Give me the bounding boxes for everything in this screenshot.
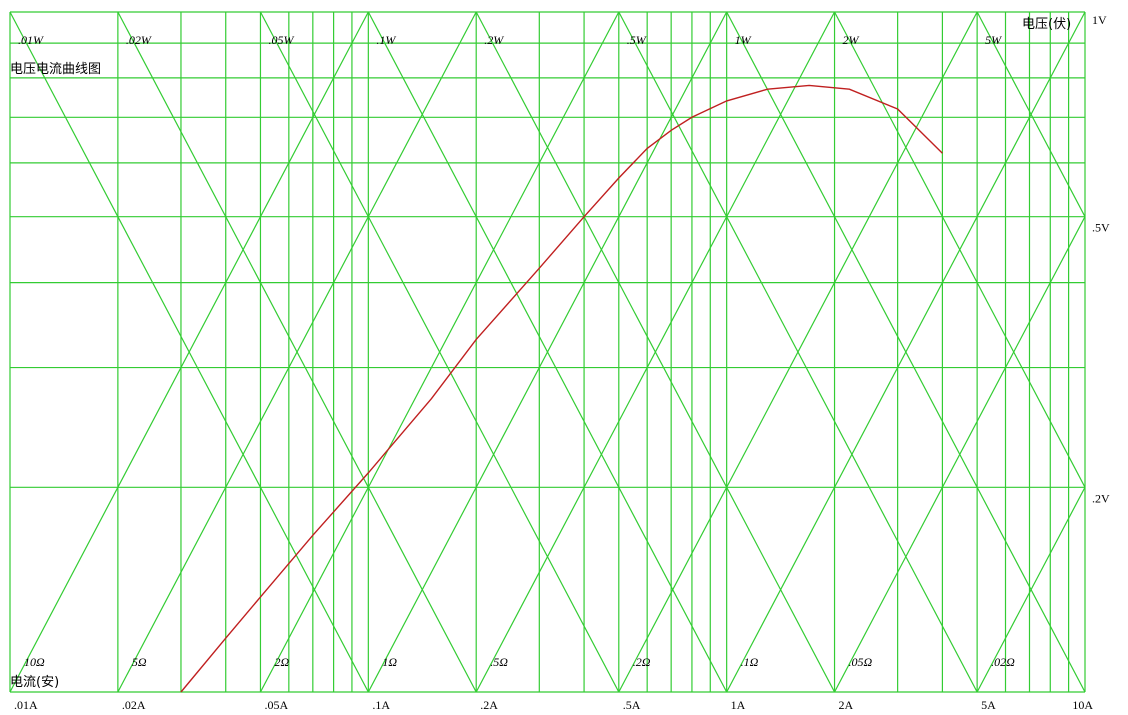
resistance-line-0 [10, 12, 369, 692]
power-label-8: 5W [985, 33, 1002, 47]
resistance-label-7: .05Ω [849, 655, 873, 669]
resistance-line-8 [976, 486, 1085, 692]
power-label-4: .2W [484, 33, 504, 47]
resistance-line-4 [475, 12, 836, 692]
x-tick-label-2: .05A [264, 698, 288, 712]
y-tick-label-0: 1V [1092, 13, 1107, 27]
resistance-line-6 [726, 12, 1085, 692]
chart-title: 电压电流曲线图 [10, 62, 101, 77]
resistance-label-2: 2Ω [274, 655, 289, 669]
x-tick-label-8: 5A [981, 698, 996, 712]
series-line-0 [180, 84, 943, 693]
iv-curve-series [180, 84, 943, 693]
power-label-1: .02W [126, 33, 152, 47]
resistance-label-4: .5Ω [490, 655, 508, 669]
x-tick-label-5: .5A [623, 698, 641, 712]
power-label-0: .01W [18, 33, 44, 47]
resistance-label-6: .1Ω [741, 655, 759, 669]
x-tick-label-6: 1A [731, 698, 746, 712]
x-axis-label: 电流(安) [10, 675, 59, 690]
power-label-3: .1W [376, 33, 396, 47]
x-tick-label-9: 10A [1072, 698, 1093, 712]
grid-lines [9, 11, 1086, 693]
y-tick-label-1: .5V [1092, 221, 1110, 235]
x-tick-label-7: 2A [839, 698, 854, 712]
resistance-label-8: .02Ω [991, 655, 1015, 669]
resistance-label-0: 10Ω [24, 655, 45, 669]
power-line-8 [976, 12, 1085, 218]
resistance-line-3 [367, 12, 728, 692]
resistance-label-1: 5Ω [132, 655, 147, 669]
y-tick-label-2: .2V [1092, 491, 1110, 505]
power-resistance-lines [10, 12, 1085, 692]
resistance-label-5: .2Ω [633, 655, 651, 669]
x-tick-label-3: .1A [372, 698, 390, 712]
y-axis-label: 电压(伏) [1022, 17, 1071, 32]
chart-labels: .01A .02A .05A .1A .2A .5A 1A 2A 5A 10A 1V .5V .2V .0… [14, 13, 1110, 712]
resistance-line-5 [618, 12, 978, 692]
power-label-6: 1W [735, 33, 752, 47]
x-tick-label-1: .02A [122, 698, 146, 712]
resistance-line-7 [834, 215, 1085, 692]
power-line-7 [834, 12, 1085, 489]
resistance-line-2 [259, 12, 620, 692]
resistance-line-1 [117, 12, 477, 692]
resistance-label-3: 1Ω [382, 655, 397, 669]
power-label-5: .5W [627, 33, 647, 47]
x-tick-label-4: .2A [480, 698, 498, 712]
x-tick-label-0: .01A [14, 698, 38, 712]
power-label-7: 2W [843, 33, 860, 47]
power-label-2: .05W [268, 33, 294, 47]
